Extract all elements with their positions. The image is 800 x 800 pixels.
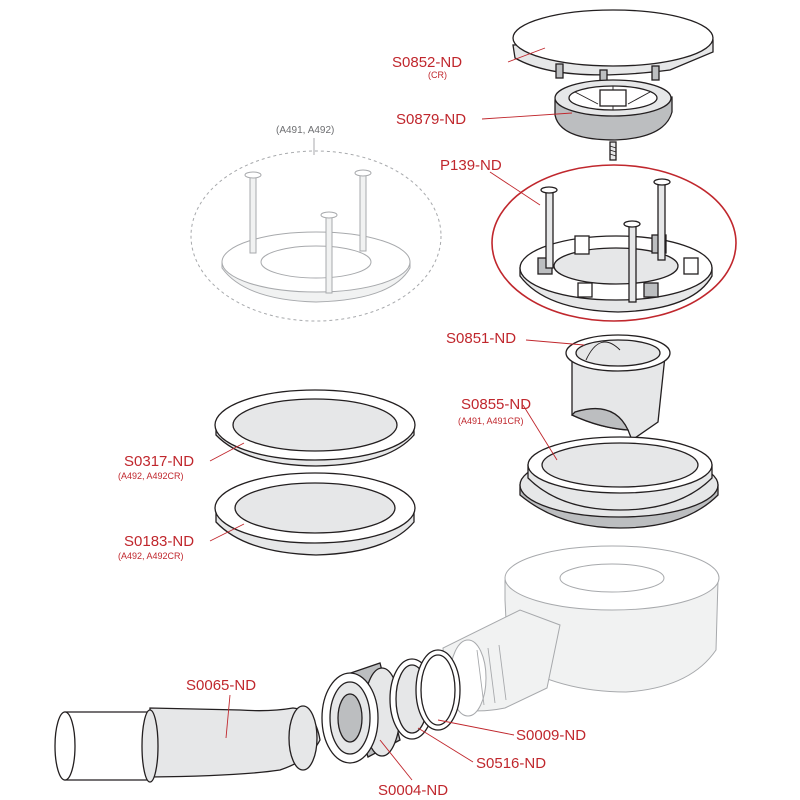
p139-screws (540, 178, 671, 303)
label-s0183: S0183-ND (124, 533, 194, 550)
label-s0855: S0855-ND (461, 396, 531, 413)
label-s0855-sub: (A491, A491CR) (458, 416, 524, 426)
part-s0183-gasket (214, 472, 416, 556)
label-s0879: S0879-ND (396, 111, 466, 128)
part-s0009-oring (415, 649, 461, 731)
leader-lines (209, 47, 585, 781)
p139-highlight-ring (491, 164, 737, 322)
part-s0852-cover-cap (512, 9, 714, 85)
part-s0065-elbow-pipe (54, 705, 321, 783)
label-s0317-sub: (A492, A492CR) (118, 471, 184, 481)
part-small-screw (609, 141, 617, 161)
part-siphon-body (442, 545, 720, 717)
label-s0009: S0009-ND (516, 727, 586, 744)
label-s0852: S0852-ND (392, 54, 462, 71)
label-s0183-sub: (A492, A492CR) (118, 551, 184, 561)
label-s0317: S0317-ND (124, 453, 194, 470)
ghost-alternate-assembly (190, 150, 442, 322)
part-s0004-nut (321, 662, 401, 764)
label-s0852-sub: (CR) (428, 70, 447, 80)
label-s0516: S0516-ND (476, 755, 546, 772)
part-p139-screw-plate (491, 164, 737, 322)
ghost-dashed-outline (190, 150, 442, 322)
part-s0855-seal-rings (519, 436, 719, 529)
label-s0065: S0065-ND (186, 677, 256, 694)
label-s0851: S0851-ND (446, 330, 516, 347)
label-p139: P139-ND (440, 157, 502, 174)
part-s0317-gasket (214, 389, 416, 467)
part-s0851-strainer-cup (565, 334, 671, 441)
part-s0879-grate-insert (554, 79, 673, 141)
label-ghost-sub: (A491, A492) (276, 125, 334, 136)
label-s0004: S0004-ND (378, 782, 448, 799)
ghost-screws (244, 169, 372, 294)
